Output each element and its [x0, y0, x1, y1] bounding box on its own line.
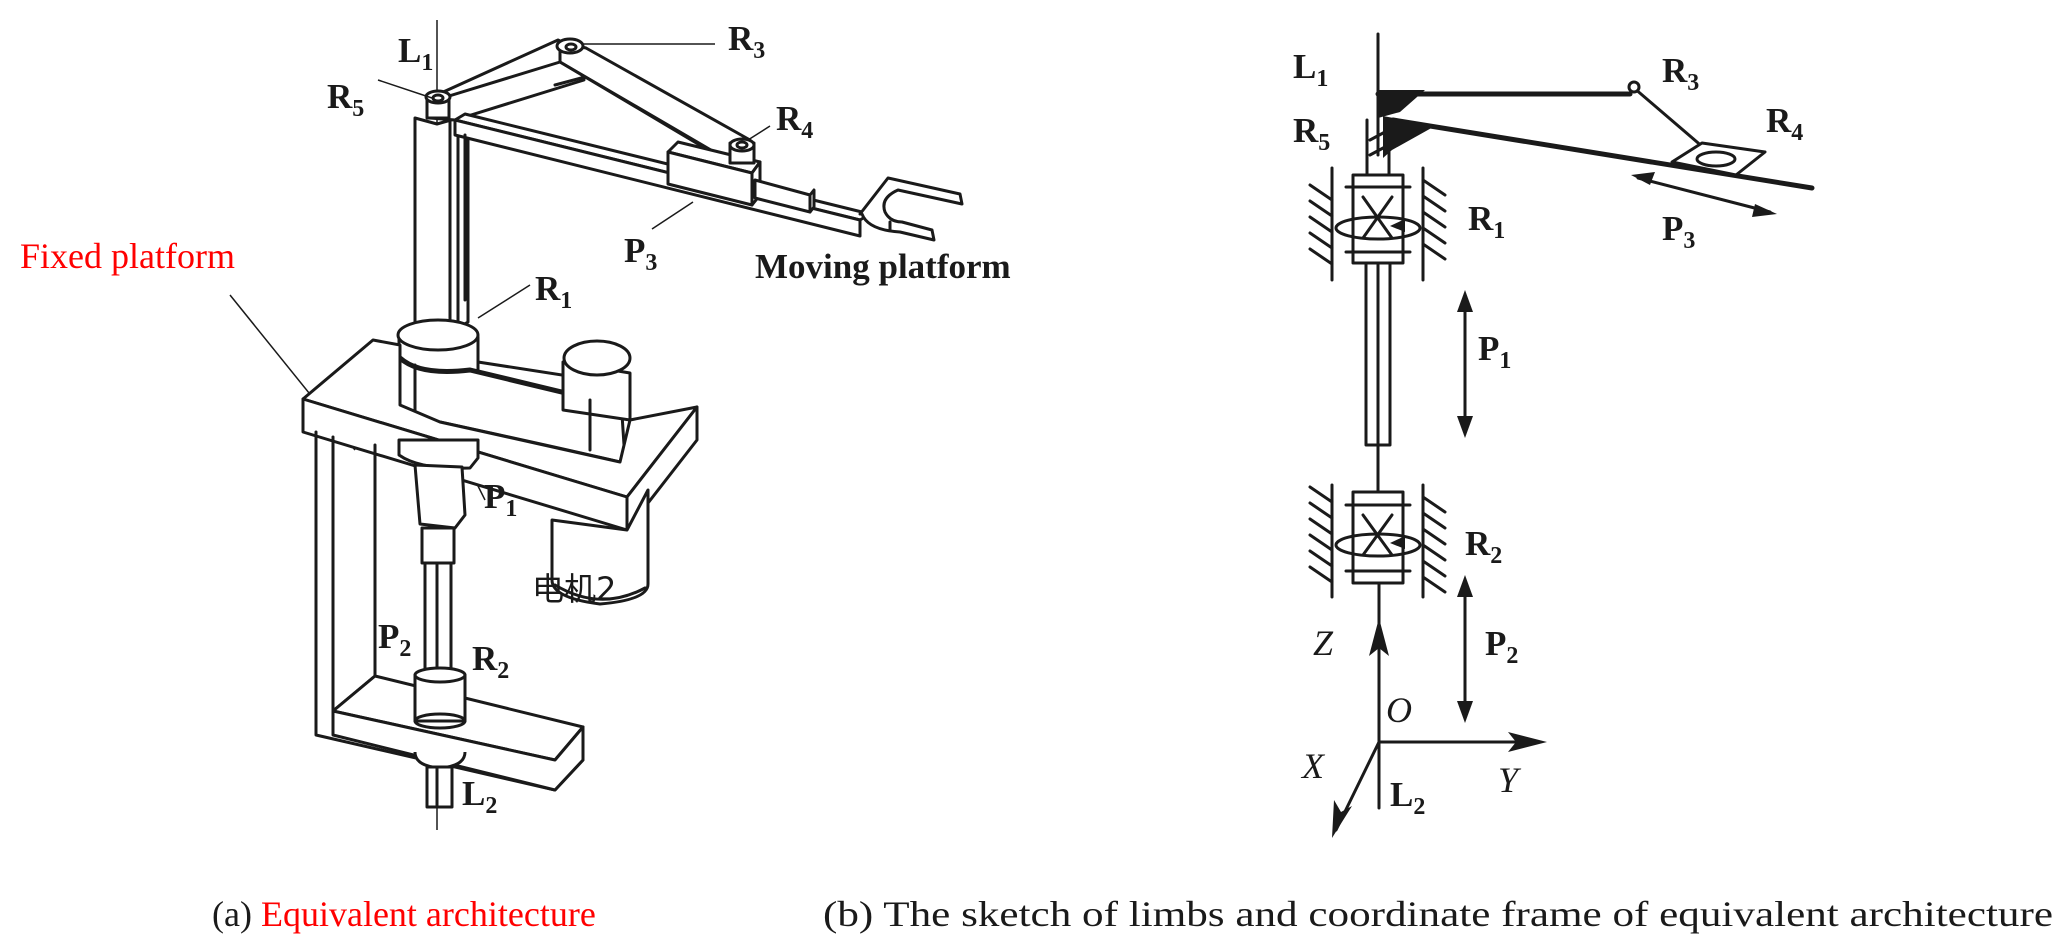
arrow-p2: [1457, 575, 1473, 723]
label-a-l2: L2: [462, 774, 497, 819]
label-b-r2: R2: [1465, 524, 1502, 569]
slider-block-p3: [666, 140, 816, 214]
label-fixed-platform: Fixed platform: [20, 236, 235, 276]
label-a-l1: L1: [398, 31, 433, 76]
label-b-r1: R1: [1468, 199, 1505, 244]
label-origin-o: O: [1386, 690, 1412, 730]
caption-a: (a) Equivalent architecture: [212, 894, 596, 934]
joint-r5: [424, 89, 452, 120]
gusset-upper: [1378, 90, 1425, 118]
coordinate-frame: [1332, 581, 1547, 838]
label-a-r5: R5: [327, 77, 364, 122]
gusset-lower: [1383, 116, 1435, 158]
label-a-p1: P1: [484, 477, 517, 522]
joint-r2-bearing: [1308, 483, 1447, 599]
label-b-p3: P3: [1662, 209, 1695, 254]
panel-b-kinematic-sketch: L1 R5 R3 R4 P3 R1 P1 R2 P2 L2 Z O X Y: [1293, 32, 1815, 838]
joint-r5-rod: [1365, 118, 1391, 177]
y-arrowhead: [1508, 732, 1547, 752]
label-b-p1: P1: [1478, 329, 1511, 374]
gripper-moving-platform: [858, 176, 964, 242]
vertical-column: [413, 110, 470, 336]
joint-r4: [728, 137, 756, 165]
z-arrowhead: [1369, 618, 1389, 656]
joint-r3: [555, 37, 585, 55]
leader-r5: [377, 79, 433, 99]
leader-r4: [747, 125, 771, 141]
leader-p3: [651, 201, 694, 230]
label-a-p2: P2: [378, 617, 411, 662]
label-b-r5: R5: [1293, 111, 1330, 156]
caption-a-prefix: (a): [212, 894, 261, 934]
label-b-r3: R3: [1662, 51, 1699, 96]
label-b-r4: R4: [1766, 101, 1803, 146]
label-a-r3: R3: [728, 19, 765, 64]
label-a-p3: P3: [624, 231, 657, 276]
label-motor-2: 电机2: [532, 570, 616, 608]
x-arrowhead: [1332, 800, 1352, 838]
joint-r4-slider: [1670, 141, 1814, 190]
label-moving-platform: Moving platform: [755, 247, 1011, 286]
label-axis-y: Y: [1498, 760, 1522, 800]
label-b-l1: L1: [1293, 47, 1328, 92]
label-axis-z: Z: [1313, 623, 1334, 663]
label-a-r2: R2: [472, 639, 509, 684]
arrow-p3: [1631, 172, 1777, 217]
joint-r3: [1627, 80, 1641, 94]
label-a-r4: R4: [776, 99, 813, 144]
lower-shaft-p1: [397, 438, 480, 685]
belt-drive-r1: [396, 318, 632, 464]
motor-2: [550, 488, 650, 606]
caption-b: (b) The sketch of limbs and coordinate f…: [823, 894, 2053, 934]
label-axis-x: X: [1300, 746, 1326, 786]
label-a-r1: R1: [535, 269, 572, 314]
caption-a-title: Equivalent architecture: [261, 894, 596, 934]
joint-r2-cylinder: [413, 666, 467, 809]
arrow-p1: [1457, 290, 1473, 438]
label-b-p2: P2: [1485, 624, 1518, 669]
joint-r1-bearing: [1308, 166, 1447, 282]
leader-r1: [477, 284, 531, 319]
panel-a-equivalent-architecture: L1 R5 R3 R4 P3 R1 P1 P2 R2 L2 Moving pla…: [20, 19, 1011, 830]
shaft-p1: [1364, 261, 1392, 494]
label-b-l2: L2: [1390, 775, 1425, 820]
